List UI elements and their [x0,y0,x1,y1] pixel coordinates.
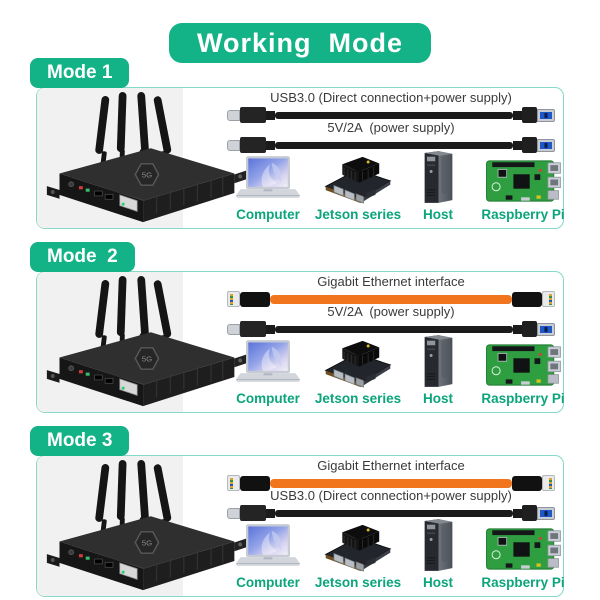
usb-cable-graphic [227,504,555,522]
rj45-connector-icon [227,475,240,491]
raspberry-pi-icon [473,525,573,573]
mode-2-cables: Gigabit Ethernet interface 5V/2A (power … [227,274,555,340]
device-label-raspberry-pi: Raspberry Pi [481,391,565,406]
mode-3-badge: Mode 3 [30,426,130,456]
device-labels-row: Computer Jetson series Host Raspberry Pi [223,207,573,222]
host-icon [403,149,473,205]
device-label-jetson: Jetson series [314,575,402,590]
mode-3-section: Gigabit Ethernet interface USB3.0 (Direc… [36,455,565,597]
page-title: Working Mode [169,23,431,63]
usb-cable: 5V/2A (power supply) [227,304,555,338]
ethernet-cable-graphic [227,474,555,492]
router-5g-icon [39,274,251,410]
usb-c-connector-icon [227,323,240,335]
raspberry-pi-icon [473,157,573,205]
mode-2-section: Gigabit Ethernet interface 5V/2A (power … [36,271,565,413]
cable-label: Gigabit Ethernet interface [317,274,465,289]
device-icons-row [223,148,573,205]
device-label-host: Host [423,575,453,590]
router-5g-icon [39,458,251,594]
cable-label: USB3.0 (Direct connection+power supply) [270,488,512,503]
ethernet-cable-graphic [227,290,555,308]
device-label-jetson: Jetson series [314,391,402,406]
mode-2-badge: Mode 2 [30,242,135,272]
host-icon [403,517,473,573]
usb-cable-graphic [227,320,555,338]
cable-wire [275,141,513,149]
device-label-raspberry-pi: Raspberry Pi [481,207,565,222]
device-label-raspberry-pi: Raspberry Pi [481,575,565,590]
cable-wire [275,325,513,333]
mode-1-cables: USB3.0 (Direct connection+power supply) … [227,90,555,156]
router-5g-icon [39,90,251,226]
jetson-icon [313,155,403,205]
device-label-computer: Computer [236,575,300,590]
cable-wire [270,294,512,304]
device-label-computer: Computer [236,207,300,222]
jetson-icon [313,523,403,573]
usb-a-connector-icon [537,108,555,122]
usb-c-connector-icon [227,139,240,151]
mode-1-badge: Mode 1 [30,58,130,88]
device-labels-row: Computer Jetson series Host Raspberry Pi [223,391,573,406]
cable-label: 5V/2A (power supply) [327,120,455,135]
usb-c-connector-icon [227,109,240,121]
usb-a-connector-icon [537,138,555,152]
device-icons-row [223,516,573,573]
jetson-icon [313,339,403,389]
usb-cable-graphic [227,136,555,154]
host-icon [403,333,473,389]
usb-cable-graphic [227,106,555,124]
device-label-host: Host [423,207,453,222]
usb-a-connector-icon [537,322,555,336]
cable-wire [275,509,513,517]
rj45-connector-icon [227,291,240,307]
cable-wire [275,111,513,119]
usb-cable: 5V/2A (power supply) [227,120,555,154]
cable-label: 5V/2A (power supply) [327,304,455,319]
cable-wire [270,478,512,488]
cable-label: Gigabit Ethernet interface [317,458,465,473]
raspberry-pi-icon [473,341,573,389]
device-label-jetson: Jetson series [314,207,402,222]
mode-1-section: USB3.0 (Direct connection+power supply) … [36,87,565,229]
usb-c-connector-icon [227,507,240,519]
device-labels-row: Computer Jetson series Host Raspberry Pi [223,575,573,590]
device-label-computer: Computer [236,391,300,406]
usb-a-connector-icon [537,506,555,520]
usb-cable: USB3.0 (Direct connection+power supply) [227,90,555,124]
ethernet-cable: Gigabit Ethernet interface [227,458,555,492]
cable-label: USB3.0 (Direct connection+power supply) [270,90,512,105]
ethernet-cable: Gigabit Ethernet interface [227,274,555,308]
usb-cable: USB3.0 (Direct connection+power supply) [227,488,555,522]
mode-3-cables: Gigabit Ethernet interface USB3.0 (Direc… [227,458,555,524]
device-icons-row [223,332,573,389]
device-label-host: Host [423,391,453,406]
